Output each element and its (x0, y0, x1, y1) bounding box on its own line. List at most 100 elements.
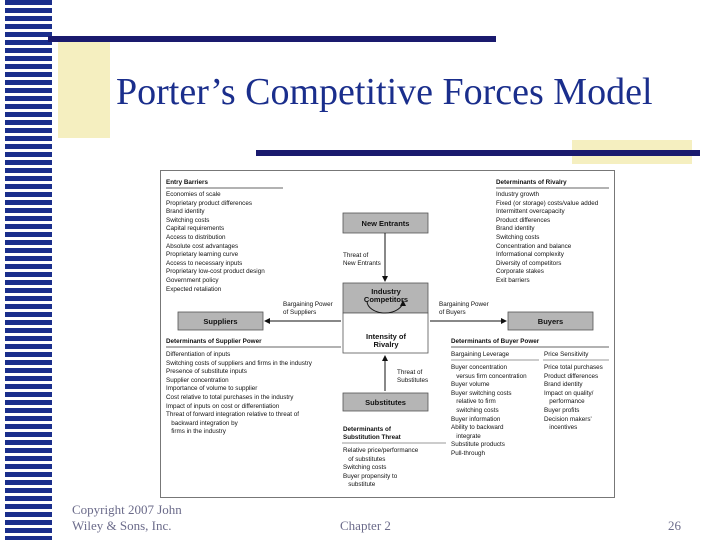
substitutes-box (342, 392, 429, 412)
entry-barrier-item: Absolute cost advantages (166, 242, 239, 250)
rivalry-item: Diversity of competitors (496, 259, 562, 267)
rivalry-item: Concentration and balance (496, 242, 572, 250)
substitution-heading-1: Determinants of (343, 426, 391, 433)
supplier-power-item: Supplier concentration (166, 376, 229, 384)
entry-barrier-item: Brand identity (166, 208, 205, 216)
threat-new-entrants-label-1: Threat of (343, 252, 369, 259)
leverage-item: Buyer concentration (451, 364, 508, 371)
new-entrants-label: New Entrants (361, 219, 410, 228)
sensitivity-item: incentives (544, 424, 578, 432)
substitution-item: Buyer propensity to (343, 472, 398, 480)
title-deco-yellow-block (58, 42, 110, 138)
supplier-power-label-2: of Suppliers (283, 309, 317, 316)
entry-barrier-item: Expected retaliation (166, 285, 222, 293)
intensity-box (342, 312, 429, 354)
threat-new-entrants-label-2: New Entrants (343, 260, 381, 267)
industry-competitors-label: Industry Competitors (363, 287, 409, 304)
entry-barrier-item: Proprietary learning curve (166, 251, 239, 259)
rivalry-item: Industry growth (496, 191, 540, 198)
footer-chapter: Chapter 2 (340, 518, 391, 533)
buyer-power-label-1: Bargaining Power (439, 301, 489, 308)
leverage-item: relative to firm (451, 398, 496, 406)
entry-barrier-item: Access to distribution (166, 233, 226, 241)
entry-barriers-heading: Entry Barriers (166, 179, 208, 186)
rivalry-heading: Determinants of Rivalry (496, 179, 567, 186)
leverage-item: Buyer switching costs (451, 389, 512, 397)
entry-barrier-item: Proprietary low-cost product design (166, 268, 265, 276)
threat-substitutes-label-1: Threat of (397, 369, 423, 376)
supplier-power-item: Threat of forward integration relative t… (166, 411, 300, 419)
footer-copyright-line-2: Wiley & Sons, Inc. (72, 518, 172, 533)
rivalry-item: Informational complexity (496, 251, 564, 259)
leverage-item: Substitute products (451, 441, 505, 449)
diagram-connectors (166, 187, 609, 444)
leverage-item: Buyer information (451, 415, 501, 423)
substitution-item: Switching costs (343, 464, 387, 472)
substitution-list: Relative price/performance of substitute… (343, 447, 418, 490)
substitution-item: of substitutes (343, 455, 386, 463)
title-bottom-rule (256, 150, 700, 156)
sensitivity-item: Buyer profits (544, 406, 580, 414)
rivalry-item: Intermittent overcapacity (496, 208, 565, 216)
leverage-heading: Bargaining Leverage (451, 351, 510, 358)
sensitivity-item: performance (544, 398, 585, 406)
intensity-label: Intensity of Rivalry (365, 332, 406, 349)
substitutes-label: Substitutes (365, 398, 406, 407)
sensitivity-item: Decision makers' (544, 415, 592, 423)
entry-barrier-item: Switching costs (166, 216, 210, 224)
entry-barrier-item: Economies of scale (166, 191, 221, 198)
buyers-label: Buyers (537, 317, 564, 326)
suppliers-label: Suppliers (203, 317, 238, 326)
footer-copyright-line-1: Copyright 2007 John (72, 502, 182, 517)
entry-barrier-item: Government policy (166, 276, 219, 284)
buyers-box (507, 311, 594, 331)
rivalry-item: Brand identity (496, 225, 535, 233)
rivalry-item: Switching costs (496, 233, 540, 241)
supplier-power-item: Importance of volume to supplier (166, 385, 258, 393)
title-top-rule (48, 36, 496, 42)
substitution-item: substitute (343, 481, 376, 489)
suppliers-box (177, 311, 264, 331)
rivalry-item: Exit barriers (496, 276, 530, 284)
sensitivity-item: Product differences (544, 372, 599, 380)
sensitivity-heading: Price Sensitivity (544, 351, 589, 358)
rivalry-loop-arrow (366, 300, 406, 314)
footer-page-number: 26 (668, 518, 681, 533)
sensitivity-item: Impact on quality/ (544, 389, 594, 397)
leverage-item: integrate (451, 432, 481, 440)
supplier-power-item: Differentiation of inputs (166, 351, 231, 358)
leverage-item: Buyer volume (451, 381, 490, 389)
substitution-item: Relative price/performance (343, 447, 419, 454)
leverage-item: versus firm concentration (451, 372, 527, 380)
supplier-power-item: firms in the industry (166, 428, 226, 436)
industry-competitors-box (342, 282, 429, 314)
supplier-power-item: Presence of substitute inputs (166, 368, 247, 376)
rivalry-item: Corporate stakes (496, 268, 544, 276)
leverage-item: switching costs (451, 406, 499, 414)
supplier-power-heading: Determinants of Supplier Power (166, 338, 262, 345)
threat-substitutes-label-2: Substitutes (397, 377, 429, 384)
rivalry-item: Fixed (or storage) costs/value added (496, 199, 599, 207)
leverage-item: Ability to backward (451, 424, 504, 432)
slide-title: Porter’s Competitive Forces Model (116, 71, 653, 113)
leverage-list: Buyer concentration versus firm concentr… (451, 364, 527, 459)
entry-barrier-item: Capital requirements (166, 225, 225, 233)
entry-barrier-item: Access to necessary inputs (166, 259, 243, 267)
supplier-power-item: Impact of inputs on cost or differentiat… (166, 402, 280, 410)
supplier-power-label-1: Bargaining Power (283, 301, 333, 308)
sensitivity-item: Price total purchases (544, 364, 603, 371)
leverage-item: Pull-through (451, 449, 485, 457)
supplier-power-item: Cost relative to total purchases in the … (166, 393, 294, 401)
buyer-power-label-2: of Buyers (439, 309, 466, 316)
left-stripe-decoration (0, 0, 52, 540)
rivalry-item: Product differences (496, 216, 551, 224)
entry-barrier-item: Proprietary product differences (166, 199, 252, 207)
sensitivity-item: Brand identity (544, 381, 583, 389)
substitution-heading-2: Substitution Threat (343, 434, 401, 441)
supplier-power-item: Switching costs of suppliers and firms i… (166, 359, 312, 367)
